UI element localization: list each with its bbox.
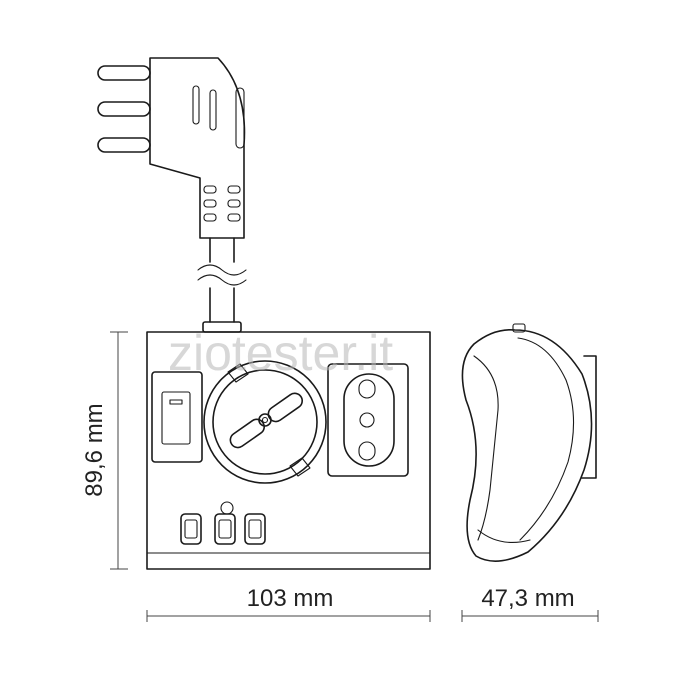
led-indicator [220,501,234,515]
side-body [461,328,593,562]
front-view [146,331,431,570]
plug-body [149,57,246,239]
depth-label: 47,3 mm [481,585,574,612]
usb-ports [180,501,266,545]
plug-strain-relief [203,185,241,222]
body-outline [146,331,431,570]
watermark: ziotester.it [168,325,393,381]
power-switch [151,371,203,463]
plug-prongs [97,65,151,153]
plug [97,57,246,239]
side-view [461,323,597,562]
cable [197,237,247,333]
width-label: 103 mm [247,585,334,612]
plug-grip-slots [192,85,245,149]
height-label: 89,6 mm [81,403,108,496]
depth-dimension: 47,3 mm [461,585,599,622]
schuko-socket [203,360,327,484]
italian-socket [327,363,409,477]
height-dimension: 89,6 mm [81,331,128,570]
width-dimension: 103 mm [146,585,431,622]
side-bracket [581,355,597,479]
